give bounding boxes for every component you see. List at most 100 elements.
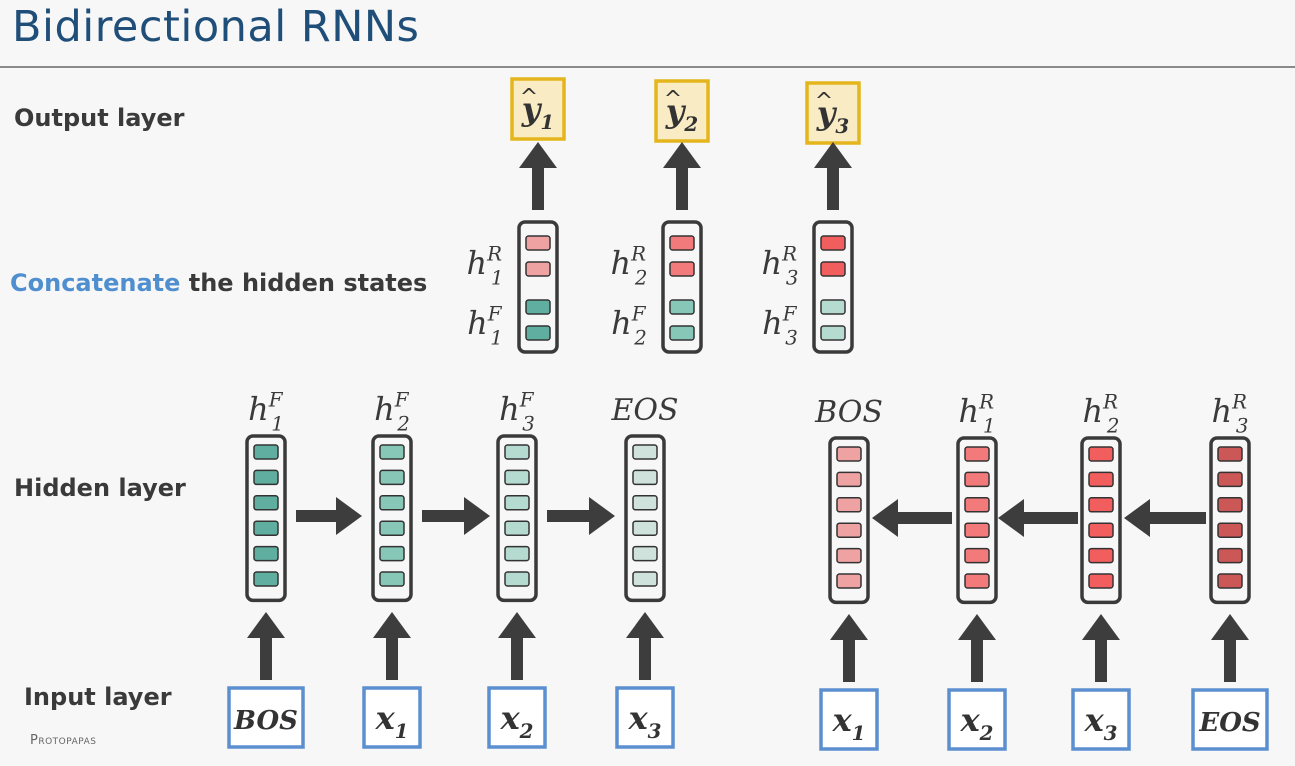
- reverse-hidden-label-sub: 1: [983, 415, 996, 438]
- forward-hidden-label-base: h: [499, 390, 520, 428]
- output-label-base: y: [816, 94, 838, 132]
- forward-arrow-head: [464, 497, 490, 535]
- forward-hidden-label-sup: F: [394, 389, 410, 412]
- reverse-arrow-shaft: [898, 512, 952, 524]
- concat-label-r-base: h: [762, 244, 783, 282]
- forward-arrow-shaft: [547, 510, 589, 522]
- concat-label-r-sub: 1: [491, 267, 504, 290]
- concat-cell: [669, 299, 695, 315]
- forward-hidden-column-cell: [253, 469, 279, 486]
- output-label: y3: [816, 94, 850, 138]
- reverse-hidden-column-cell: [964, 547, 990, 564]
- reverse-input-arrow-shaft: [971, 636, 983, 682]
- forward-hidden-label: EOS: [610, 393, 678, 428]
- forward-hidden-label-sub: 3: [522, 413, 535, 436]
- reverse-hidden-label-base: h: [959, 392, 980, 430]
- concat-column: [661, 220, 703, 354]
- reverse-input-box-label: x1: [832, 701, 866, 745]
- output-box: [805, 81, 861, 145]
- output-label-base: y: [665, 92, 687, 130]
- concat-label-f-base: h: [611, 304, 632, 342]
- concat-cell: [820, 235, 846, 251]
- reverse-input-box-label-sub: 1: [852, 721, 866, 745]
- forward-input-arrow-head: [498, 612, 536, 638]
- forward-hidden-column-cell: [253, 571, 279, 587]
- forward-hidden-label-sup: F: [519, 389, 535, 412]
- page-title: Bidirectional RNNs: [12, 2, 420, 52]
- concat-label-f-sup: F: [631, 303, 647, 326]
- reverse-input-arrow-head: [958, 614, 996, 640]
- forward-hidden-label-base: h: [248, 390, 269, 428]
- footer-credit: Protopapas: [30, 733, 97, 748]
- concat-label-r-base: h: [467, 244, 488, 282]
- output-arrow-shaft: [532, 164, 544, 210]
- forward-hidden-column-cell: [253, 545, 279, 562]
- concat-label-r-sup: R: [486, 243, 502, 266]
- forward-hidden-column-cell: [504, 520, 530, 536]
- title-divider: [0, 66, 1295, 68]
- hat-accent: ^: [664, 87, 682, 112]
- forward-input-arrow-head: [373, 612, 411, 638]
- reverse-arrow-shaft: [1024, 512, 1078, 524]
- reverse-hidden-label-sup: R: [978, 391, 994, 414]
- reverse-arrow-shaft: [1150, 512, 1206, 524]
- forward-arrow-head: [336, 497, 362, 535]
- forward-hidden-label-sub: 1: [271, 413, 284, 436]
- forward-input-box-label-base: x: [500, 699, 521, 737]
- reverse-hidden-label-base: h: [1212, 392, 1233, 430]
- reverse-hidden-column-cell: [964, 471, 990, 488]
- forward-input-arrow-head: [626, 612, 664, 638]
- forward-input-arrow-shaft: [511, 634, 523, 680]
- concat-cell: [525, 299, 551, 315]
- forward-input-arrow-shaft: [260, 634, 272, 680]
- reverse-input-box-label-base: EOS: [1198, 708, 1260, 738]
- forward-hidden-column-cell: [632, 469, 658, 486]
- forward-input-box-label: x1: [375, 699, 409, 743]
- reverse-hidden-column-cell: [836, 471, 862, 488]
- concat-label-f-base: h: [762, 304, 783, 342]
- forward-hidden-column-cell: [504, 571, 530, 587]
- forward-arrow-shaft: [422, 510, 464, 522]
- forward-hidden-column-cell: [379, 495, 405, 511]
- forward-input-box: [362, 686, 422, 749]
- forward-hidden-label-base: EOS: [610, 393, 678, 428]
- forward-hidden-label-sup: F: [268, 389, 284, 412]
- concat-label-r-sup: R: [781, 243, 797, 266]
- input-layer-label: Input layer: [24, 683, 172, 711]
- reverse-hidden-column-cell: [836, 573, 862, 589]
- output-arrow-head: [814, 142, 852, 168]
- concat-cell: [525, 261, 551, 277]
- reverse-input-arrow-shaft: [1095, 636, 1107, 682]
- forward-input-box-label-sub: 1: [395, 719, 409, 743]
- reverse-hidden-column-cell: [1217, 446, 1243, 462]
- reverse-hidden-label-sup: R: [1231, 391, 1247, 414]
- concat-label-r-sub: 2: [634, 267, 648, 290]
- concat-label-r-base: h: [611, 244, 632, 282]
- forward-hidden-column-cell: [504, 545, 530, 562]
- reverse-hidden-label: BOS: [814, 395, 883, 430]
- reverse-hidden-label-sub: 2: [1106, 415, 1120, 438]
- reverse-input-box-label: x3: [1084, 701, 1118, 745]
- reverse-hidden-column-cell: [1217, 522, 1243, 538]
- concat-label-r-sub: 3: [786, 267, 799, 290]
- reverse-input-box-label-sub: 3: [1104, 721, 1118, 745]
- forward-input-box-label: x3: [628, 699, 662, 743]
- reverse-hidden-column-cell: [836, 497, 862, 513]
- forward-input-box: [615, 686, 675, 749]
- reverse-input-box-label-sub: 2: [979, 721, 994, 745]
- reverse-hidden-column-cell: [836, 547, 862, 564]
- forward-input-arrow-shaft: [386, 634, 398, 680]
- reverse-input-box-label-base: x: [832, 701, 853, 739]
- forward-input-arrow-head: [247, 612, 285, 638]
- reverse-hidden-column-cell: [1088, 573, 1114, 589]
- forward-hidden-column-cell: [632, 444, 658, 460]
